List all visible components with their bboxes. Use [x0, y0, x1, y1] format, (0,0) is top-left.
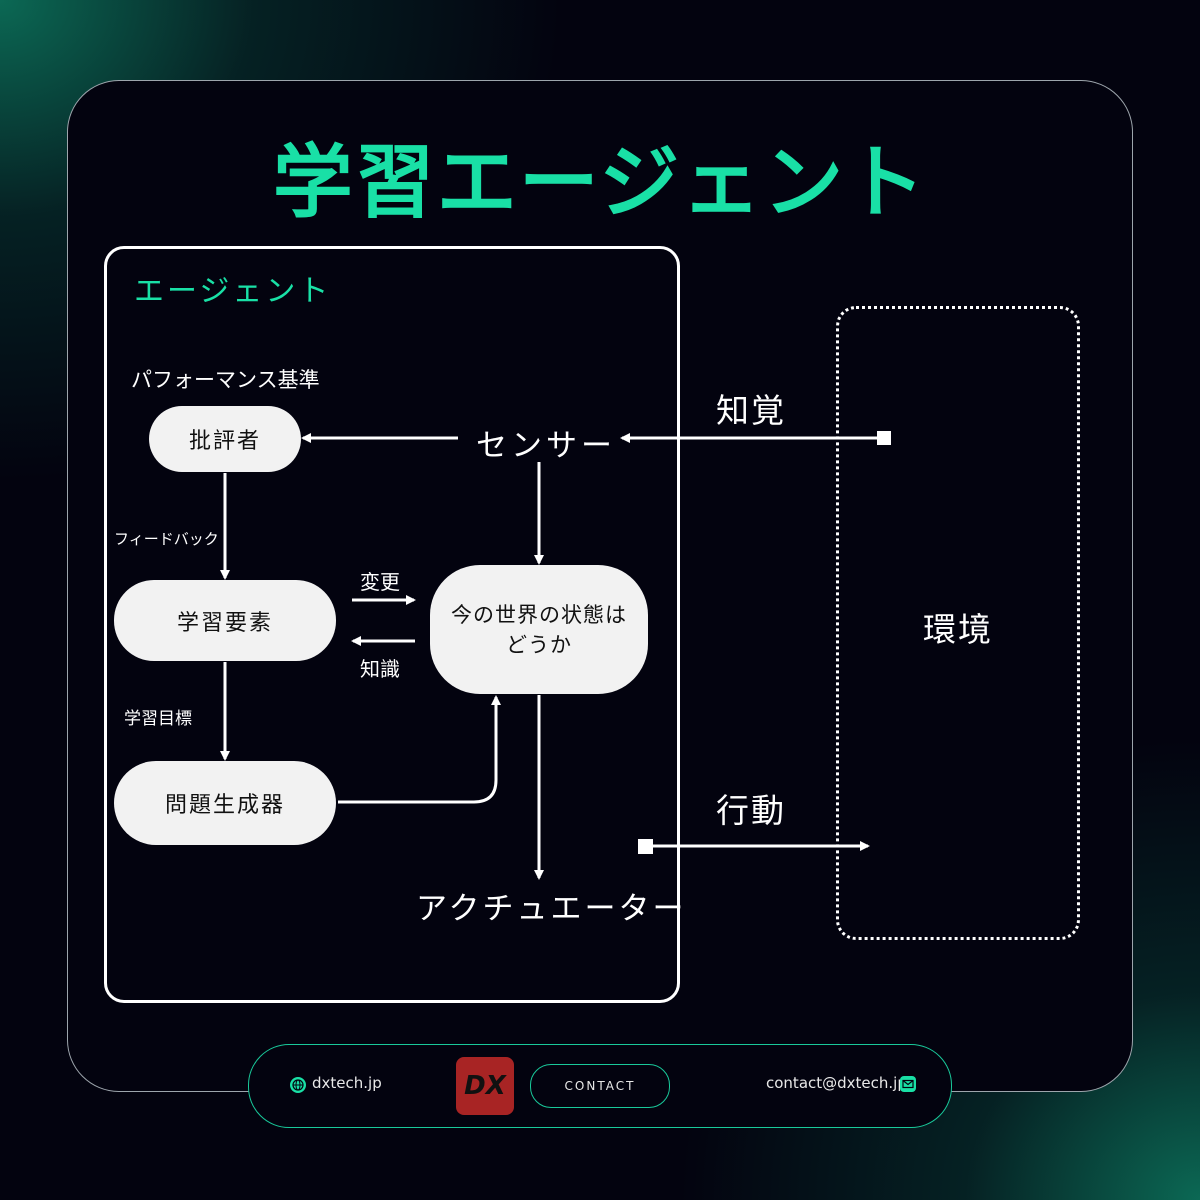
perception-origin-square [877, 431, 891, 445]
footer-bar [248, 1044, 952, 1128]
actuator-label: アクチュエーター [416, 891, 687, 927]
perception-label: 知覚 [716, 391, 786, 430]
page-title: 学習エージェント [272, 136, 928, 229]
knowledge-label: 知識 [360, 657, 400, 681]
world-state-line-1: 今の世界の状態は [451, 602, 627, 627]
problem-generator-node: 問題生成器 [114, 761, 336, 845]
website-link[interactable]: dxtech.jp [312, 1074, 382, 1092]
change-label: 変更 [360, 570, 400, 594]
dx-logo: DX [456, 1057, 514, 1115]
mail-icon [900, 1076, 916, 1092]
action-origin-square [638, 839, 653, 854]
logo-text: DX [464, 1071, 506, 1101]
generator-to-state-arrow [338, 695, 501, 804]
world-state-node: 今の世界の状態は どうか [430, 565, 648, 694]
learning-element-node: 学習要素 [114, 580, 336, 661]
learning-goals-label: 学習目標 [124, 709, 192, 729]
environment-container [836, 306, 1080, 940]
sensor-label: センサー [476, 428, 616, 464]
performance-standard-label: パフォーマンス基準 [131, 368, 320, 392]
globe-icon [290, 1077, 306, 1093]
agent-label: エージェント [134, 274, 332, 309]
critic-node: 批評者 [149, 406, 301, 472]
world-state-line-2: どうか [506, 632, 572, 657]
email-link[interactable]: contact@dxtech.jp [766, 1074, 907, 1092]
environment-label: 環境 [923, 610, 993, 649]
action-label: 行動 [716, 791, 786, 830]
contact-button[interactable]: CONTACT [530, 1064, 670, 1108]
agent-container [104, 246, 680, 1003]
feedback-label: フィードバック [114, 530, 219, 548]
